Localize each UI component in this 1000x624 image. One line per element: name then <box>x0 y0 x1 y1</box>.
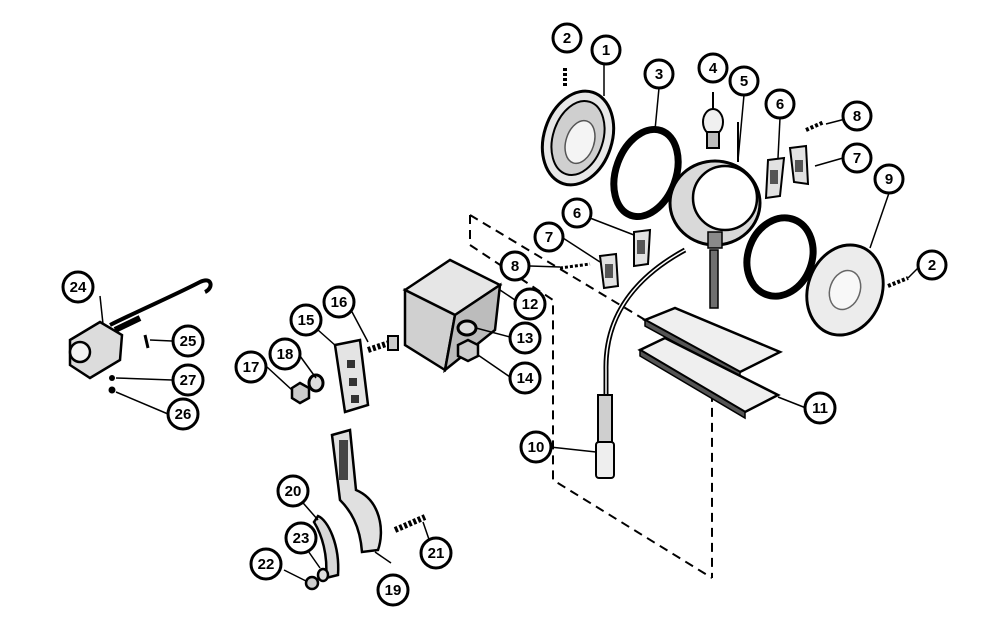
part-switch-assembly <box>68 278 213 380</box>
part-screw-21 <box>393 514 427 533</box>
part-screw-25 <box>143 334 150 349</box>
svg-text:7: 7 <box>545 229 553 246</box>
callout-7-lower: 7 <box>533 221 565 253</box>
svg-text:11: 11 <box>812 400 828 417</box>
callout-24: 24 <box>61 270 95 304</box>
callout-6-upper: 6 <box>764 88 796 120</box>
part-clip-6-lower <box>633 228 652 268</box>
part-lens-ring <box>540 89 616 187</box>
part-arm-20 <box>312 514 340 580</box>
callout-19: 19 <box>376 573 410 607</box>
part-plates <box>637 306 783 420</box>
callout-9: 9 <box>873 163 905 195</box>
svg-text:19: 19 <box>385 582 402 599</box>
part-bracket <box>402 258 503 374</box>
callout-2-right: 2 <box>916 249 948 281</box>
part-washer-26 <box>108 386 116 394</box>
svg-text:2: 2 <box>928 257 936 274</box>
svg-text:22: 22 <box>258 556 275 573</box>
callout-8-upper: 8 <box>841 100 873 132</box>
callout-20: 20 <box>276 474 310 508</box>
callout-5: 5 <box>728 65 760 97</box>
svg-text:14: 14 <box>517 370 534 387</box>
part-nut-22 <box>304 575 320 591</box>
callout-10: 10 <box>519 430 553 464</box>
svg-text:2: 2 <box>563 30 571 47</box>
part-rear-lens <box>805 243 885 337</box>
callout-23: 23 <box>284 521 318 555</box>
part-washer-27 <box>109 375 115 381</box>
svg-text:6: 6 <box>776 96 784 113</box>
svg-text:25: 25 <box>180 333 197 350</box>
svg-text:9: 9 <box>885 171 893 188</box>
callout-7-upper: 7 <box>841 142 873 174</box>
svg-text:7: 7 <box>853 150 861 167</box>
svg-text:18: 18 <box>277 346 294 363</box>
svg-text:26: 26 <box>175 406 192 423</box>
svg-text:16: 16 <box>331 294 348 311</box>
part-clip-7-upper <box>788 144 810 186</box>
part-housing <box>668 122 762 309</box>
callout-15: 15 <box>289 303 323 337</box>
callout-25: 25 <box>171 324 205 358</box>
part-screw-8-upper <box>805 120 825 132</box>
callout-3: 3 <box>643 58 675 90</box>
svg-text:1: 1 <box>602 42 610 59</box>
leader-lines <box>99 64 919 582</box>
callout-27: 27 <box>171 363 205 397</box>
callout-13: 13 <box>508 321 542 355</box>
callout-11: 11 <box>803 391 837 425</box>
svg-text:20: 20 <box>285 483 302 500</box>
callout-14: 14 <box>508 361 542 395</box>
part-screw-2-right <box>887 276 909 288</box>
svg-text:15: 15 <box>298 312 315 329</box>
callout-18: 18 <box>268 337 302 371</box>
callout-16: 16 <box>322 285 356 319</box>
svg-text:8: 8 <box>511 258 519 275</box>
part-clip-7-lower <box>598 252 620 290</box>
svg-text:6: 6 <box>573 205 581 222</box>
part-bulb <box>702 92 724 149</box>
svg-text:21: 21 <box>428 545 445 562</box>
svg-text:24: 24 <box>70 279 87 296</box>
part-bolt-16 <box>367 335 399 353</box>
callout-12: 12 <box>513 287 547 321</box>
part-nut-14 <box>456 338 480 363</box>
svg-text:12: 12 <box>522 296 539 313</box>
callout-26: 26 <box>166 397 200 431</box>
callout-2-top: 2 <box>551 22 583 54</box>
part-screw-8-lower <box>559 262 591 270</box>
callout-1: 1 <box>590 34 622 66</box>
part-washer-23 <box>316 567 330 583</box>
callout-4: 4 <box>697 52 729 84</box>
callout-17: 17 <box>234 350 268 384</box>
part-arm-19 <box>330 428 383 554</box>
svg-text:23: 23 <box>293 530 310 547</box>
part-clip-6-upper <box>764 156 786 200</box>
svg-text:13: 13 <box>517 330 534 347</box>
callout-8-lower: 8 <box>499 250 531 282</box>
part-washer-18 <box>307 373 325 393</box>
part-nut-17 <box>290 381 311 405</box>
svg-text:3: 3 <box>655 66 663 83</box>
svg-text:27: 27 <box>180 372 197 389</box>
svg-text:10: 10 <box>528 439 545 456</box>
part-gasket-rear <box>743 214 817 300</box>
callout-22: 22 <box>249 547 283 581</box>
svg-text:8: 8 <box>853 108 861 125</box>
callout-6-lower: 6 <box>561 197 593 229</box>
callout-21: 21 <box>419 536 453 570</box>
svg-text:4: 4 <box>709 60 718 77</box>
part-hinge-plate <box>333 338 370 414</box>
svg-text:5: 5 <box>740 73 748 90</box>
part-washer-13 <box>456 319 478 337</box>
svg-text:17: 17 <box>243 359 260 376</box>
part-connector <box>595 394 615 479</box>
